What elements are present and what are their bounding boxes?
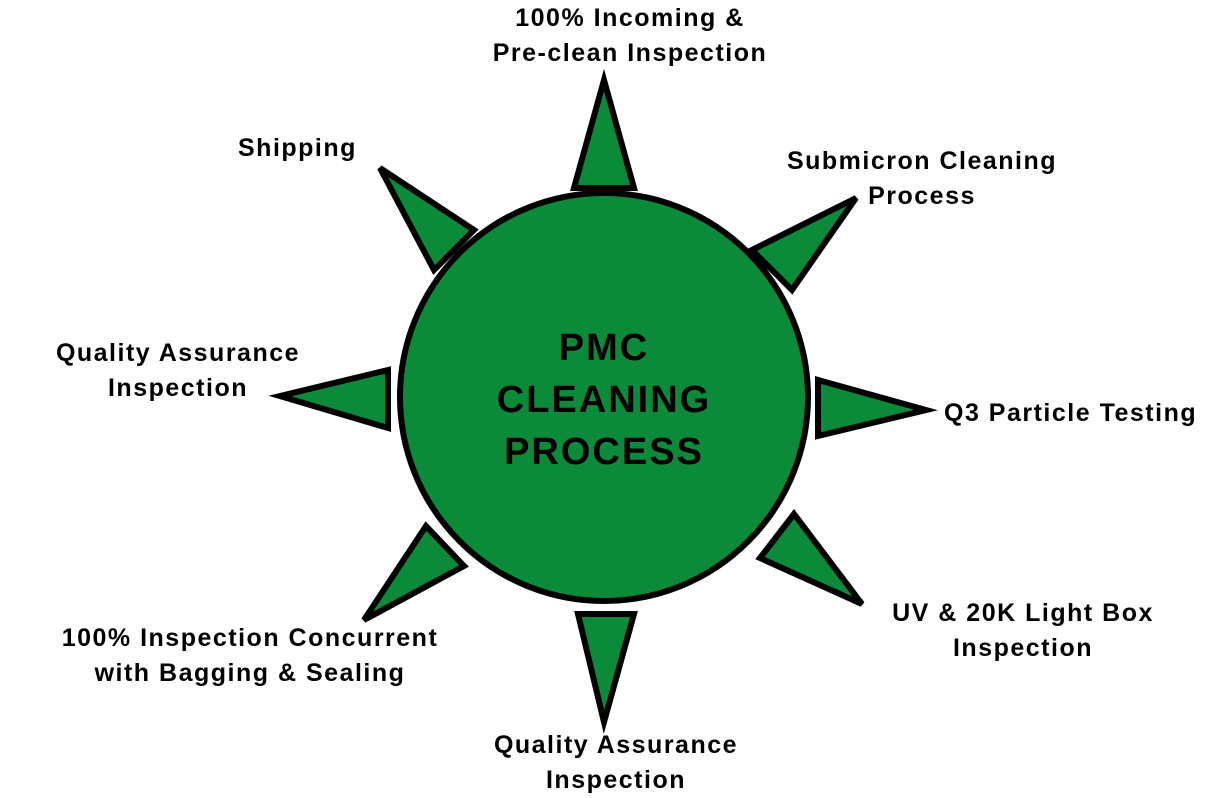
label-line: Q3 Particle Testing	[944, 399, 1198, 427]
label-line: Quality Assurance	[55, 339, 301, 367]
label-line: Shipping	[238, 134, 357, 162]
label-line: Quality Assurance	[493, 731, 739, 759]
label-submicron-cleaning: Submicron Cleaning Process	[762, 144, 1082, 214]
arrow-step-1	[570, 68, 638, 191]
label-line: Inspection	[952, 634, 1093, 662]
label-line: Process	[868, 182, 976, 210]
label-line: with Bagging & Sealing	[94, 659, 406, 687]
label-line: Inspection	[107, 374, 248, 402]
label-line: Pre-clean Inspection	[492, 39, 768, 67]
label-qa-inspection-bottom: Quality Assurance Inspection	[466, 728, 766, 798]
label-uv-light-box: UV & 20K Light Box Inspection	[870, 596, 1176, 666]
label-line: Submicron Cleaning	[786, 147, 1058, 175]
arrow-step-8	[377, 165, 479, 275]
label-incoming-inspection: 100% Incoming & Pre-clean Inspection	[470, 1, 790, 71]
arrow-step-7	[268, 366, 391, 433]
label-line: UV & 20K Light Box	[892, 599, 1154, 627]
title-line: CLEANING	[496, 379, 712, 421]
arrow-step-2	[746, 195, 859, 295]
label-shipping: Shipping	[238, 131, 357, 166]
arrow-step-5	[574, 611, 638, 734]
label-qa-inspection-left: Quality Assurance Inspection	[30, 336, 326, 406]
label-bagging-sealing: 100% Inspection Concurrent with Bagging …	[30, 621, 470, 691]
label-line: 100% Incoming &	[515, 4, 745, 32]
arrow-step-3	[815, 376, 938, 440]
label-q3-particle-testing: Q3 Particle Testing	[944, 396, 1197, 431]
center-circle	[397, 190, 811, 604]
title-line: PROCESS	[504, 431, 704, 473]
label-line: Inspection	[545, 766, 686, 794]
title-line: PMC	[558, 327, 650, 369]
diagram-title: PMC CLEANING PROCESS	[404, 322, 804, 478]
arrow-step-6	[361, 521, 469, 623]
arrow-step-4	[755, 509, 865, 607]
label-line: 100% Inspection Concurrent	[61, 624, 439, 652]
